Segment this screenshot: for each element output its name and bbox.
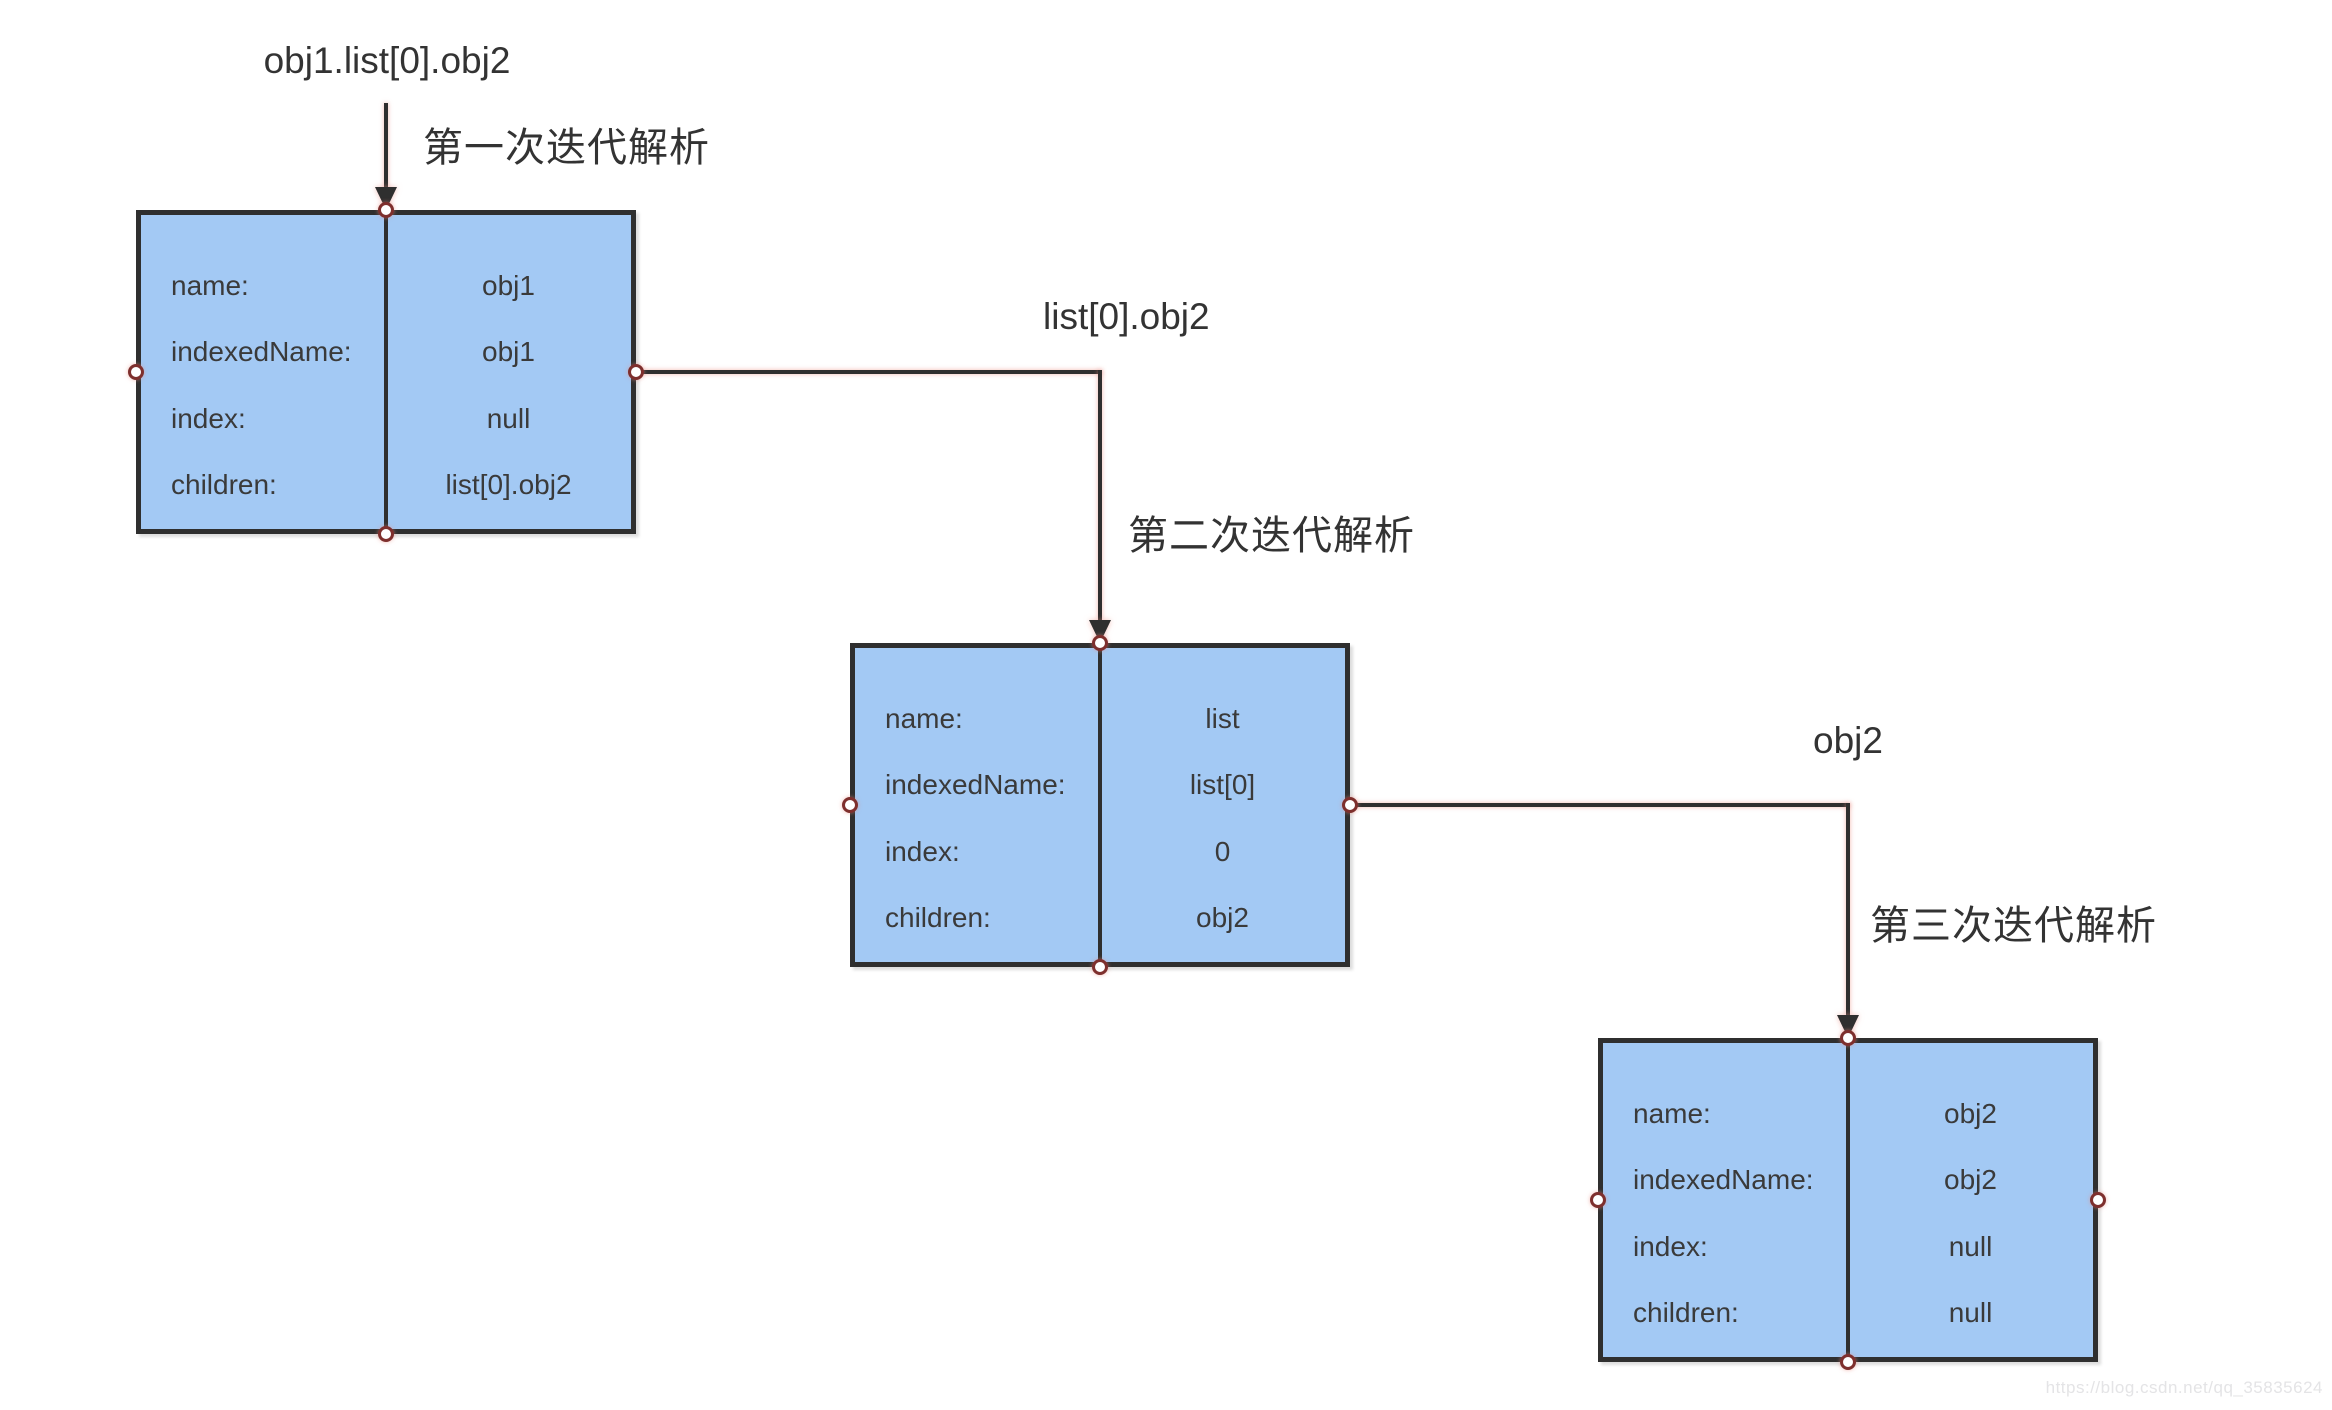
node1-right-connector-dot [628,364,644,380]
node3-top-connector-dot [1840,1030,1856,1046]
node-obj2-divider [1846,1043,1850,1357]
node-list0: name: indexedName: index: children: list… [850,643,1350,967]
node1-top-connector-dot [378,202,394,218]
node1-label-indexedname: indexedName: [171,336,352,368]
node2-label-indexedname: indexedName: [885,769,1066,801]
node2-label-name: name: [885,703,963,734]
node2-value-children: obj2 [1196,901,1249,933]
node1-label-children: children: [171,468,277,500]
node3-value-children: null [1948,1296,1993,1328]
node3-right-connector-dot [2090,1192,2106,1208]
node1-left-connector-dot [128,364,144,380]
node2-label-index: index: [885,835,960,867]
node2-value-indexedname: list[0] [1189,769,1256,801]
node1-value-name: obj1 [482,270,535,301]
node3-label-children: children: [1633,1296,1739,1328]
node3-label-indexedname: indexedName: [1633,1164,1814,1196]
node1-bottom-connector-dot [378,526,394,542]
step3-label: 第三次迭代解析 [1870,904,2157,948]
node3-left-connector-dot [1590,1192,1606,1208]
node3-value-indexedname: obj2 [1944,1164,1997,1196]
remainder1-label: list[0].obj2 [1043,296,1210,337]
node2-left-connector-dot [842,797,858,813]
step1-label: 第一次迭代解析 [423,126,710,170]
arrow1-line [384,103,388,189]
node3-label-index: index: [1633,1230,1708,1262]
step2-label: 第二次迭代解析 [1128,514,1415,558]
connector2-vertical-line [1098,370,1102,620]
node-obj1-divider [384,215,388,529]
node2-right-connector-dot [1342,797,1358,813]
node-list0-divider [1098,648,1102,962]
connector3-horizontal-line [1350,803,1850,807]
connector2-horizontal-line [636,370,1102,374]
node3-bottom-connector-dot [1840,1354,1856,1370]
node1-value-index: null [486,402,531,434]
node2-value-index: 0 [1214,835,1231,867]
remainder2-label: obj2 [1813,720,1883,761]
node2-top-connector-dot [1092,635,1108,651]
node1-value-children: list[0].obj2 [445,468,572,500]
watermark: https://blog.csdn.net/qq_35835624 [2045,1378,2323,1397]
node1-label-index: index: [171,402,246,434]
node3-label-name: name: [1633,1098,1711,1129]
node2-label-children: children: [885,901,991,933]
node1-label-name: name: [171,270,249,301]
node1-value-indexedname: obj1 [482,336,535,368]
node2-value-name: list [1205,703,1240,734]
node3-value-name: obj2 [1944,1098,1997,1129]
diagram-title: obj1.list[0].obj2 [263,40,511,81]
node-obj2: name: indexedName: index: children: obj2… [1598,1038,2098,1362]
node2-bottom-connector-dot [1092,959,1108,975]
connector3-vertical-line [1846,803,1850,1015]
node3-value-index: null [1948,1230,1993,1262]
node-obj1: name: indexedName: index: children: obj1… [136,210,636,534]
